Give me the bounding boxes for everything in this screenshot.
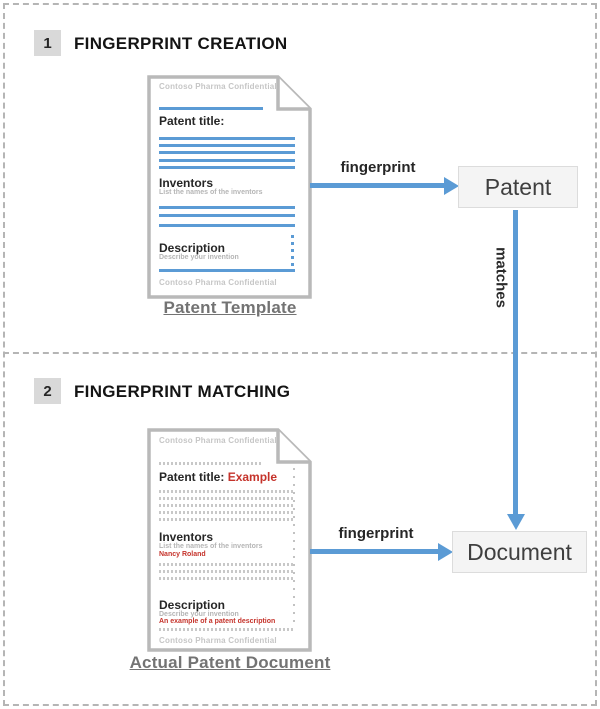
doc2-inventors-value: Nancy Roland (159, 551, 206, 558)
doc1-description-label: Description (159, 241, 226, 255)
doc2-text-line (159, 518, 295, 521)
doc1-header-rule (159, 107, 263, 110)
doc2-patent-title-row: Patent title: Example (159, 470, 277, 484)
doc2-inventors-label: Inventors (159, 530, 214, 544)
patent-template-document: Contoso Pharma Confidential Patent title… (147, 75, 312, 299)
doc1-description-hint: Describe your invention (159, 254, 239, 261)
doc2-text-line (159, 628, 295, 631)
doc2-text-line (159, 577, 295, 580)
doc2-patent-title-value: Example (227, 470, 278, 484)
doc2-patent-title-label: Patent title: (159, 470, 225, 484)
doc1-confidential-footer: Contoso Pharma Confidential (159, 278, 277, 287)
doc2-confidential-footer: Contoso Pharma Confidential (159, 636, 277, 645)
doc2-region-dotted-marker (293, 468, 295, 625)
doc2-inventors-hint: List the names of the inventors (159, 543, 263, 550)
doc1-inventors-label: Inventors (159, 176, 214, 190)
doc2-description-value: An example of a patent description (159, 618, 276, 625)
section-1-number-badge: 1 (34, 30, 61, 56)
doc1-patent-title-label: Patent title: (159, 114, 225, 128)
doc1-region-dotted-marker (291, 235, 294, 268)
fingerprint-arrow-2-label: fingerprint (338, 525, 414, 542)
doc2-text-line (159, 570, 295, 573)
fingerprint-arrow-1-label: fingerprint (340, 159, 416, 176)
section-divider (3, 352, 597, 354)
doc1-inventors-hint: List the names of the inventors (159, 189, 263, 196)
doc1-text-line (159, 151, 295, 154)
doc1-text-line (159, 144, 295, 147)
doc2-text-line (159, 462, 263, 465)
doc1-text-line (159, 166, 295, 169)
patent-node-box: Patent (458, 166, 578, 208)
doc2-description-label: Description (159, 598, 226, 612)
doc1-text-line (159, 214, 295, 217)
doc2-confidential-header: Contoso Pharma Confidential (159, 436, 277, 445)
doc2-text-line (159, 490, 295, 493)
fingerprint-arrow-2-head (438, 543, 453, 561)
doc2-text-line (159, 504, 295, 507)
section-2-number-badge: 2 (34, 378, 61, 404)
section-1-title: FINGERPRINT CREATION (74, 34, 288, 53)
doc2-text-line (159, 497, 295, 500)
doc1-text-line (159, 137, 295, 140)
doc1-text-line (159, 159, 295, 162)
fingerprint-arrow-1-head (444, 177, 459, 195)
actual-patent-document: Contoso Pharma Confidential Patent title… (147, 428, 312, 652)
matches-arrow-label: matches (492, 247, 510, 308)
document-page-icon (147, 75, 312, 299)
doc1-text-line (159, 269, 295, 272)
document-page-icon (147, 428, 312, 652)
fingerprint-arrow-1-line (310, 183, 446, 188)
section-2-title: FINGERPRINT MATCHING (74, 382, 291, 401)
doc1-caption: Patent Template (163, 298, 297, 317)
fingerprint-arrow-2-line (310, 549, 438, 554)
doc1-confidential-header: Contoso Pharma Confidential (159, 82, 277, 91)
matches-arrow-head (507, 514, 525, 530)
doc2-text-line (159, 563, 295, 566)
document-node-box: Document (452, 531, 587, 573)
doc1-text-line (159, 206, 295, 209)
doc2-caption: Actual Patent Document (129, 653, 331, 672)
doc1-text-line (159, 224, 295, 227)
doc2-description-hint: Describe your invention (159, 611, 239, 618)
matches-arrow-line (513, 210, 518, 516)
doc2-text-line (159, 511, 295, 514)
